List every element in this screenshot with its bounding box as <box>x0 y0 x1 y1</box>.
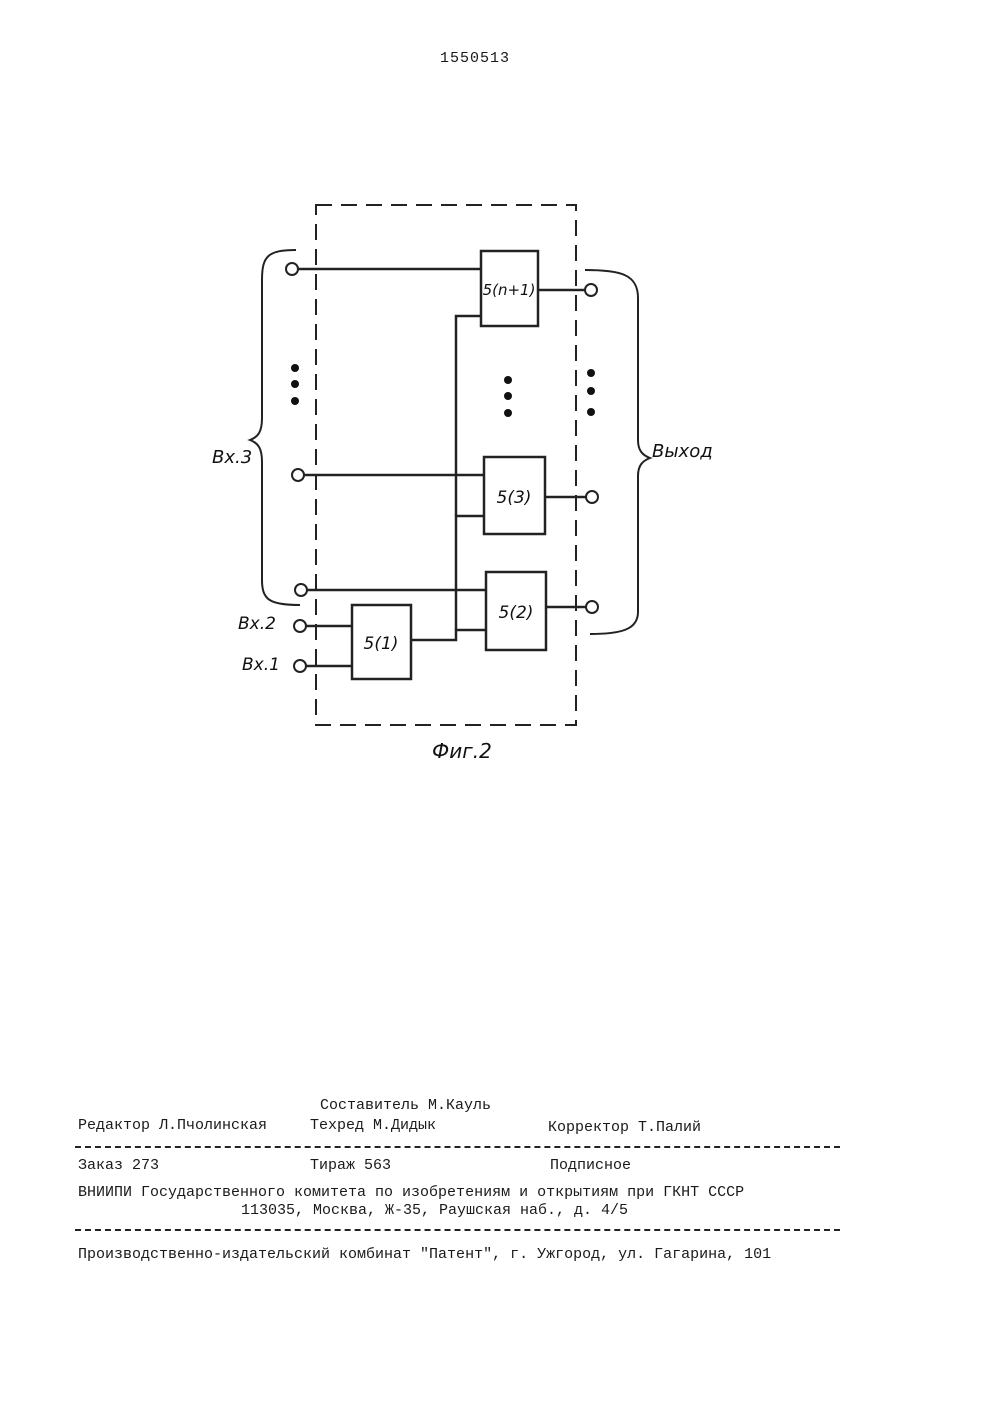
block-5-2-label: 5(2) <box>499 603 534 623</box>
input-3-brace <box>250 250 300 605</box>
input-3-label: Вх.3 <box>212 447 252 468</box>
compiler-credit: Составитель М.Кауль <box>320 1097 491 1114</box>
block-5-n-plus-1-label: 5(n+1) <box>483 281 536 299</box>
output-label: Выход <box>652 441 713 462</box>
editor-credit: Редактор Л.Пчолинская <box>78 1117 267 1134</box>
input-3-mid-terminal <box>292 469 304 481</box>
organization-line-1: ВНИИПИ Государственного комитета по изоб… <box>78 1184 744 1201</box>
figure-caption: Фиг.2 <box>432 739 492 763</box>
circulation: Тираж 563 <box>310 1157 391 1174</box>
subscription: Подписное <box>550 1157 631 1174</box>
output-brace <box>585 270 650 634</box>
input-1-label: Вх.1 <box>242 655 280 675</box>
block-5-1-label: 5(1) <box>364 634 399 654</box>
divider-bottom <box>75 1229 840 1231</box>
input-3-bottom-terminal <box>295 584 307 596</box>
corrector-credit: Корректор Т.Палий <box>548 1119 701 1136</box>
output-n-terminal <box>585 284 597 296</box>
output-3-terminal <box>586 491 598 503</box>
organization-line-2: 113035, Москва, Ж-35, Раушская наб., д. … <box>241 1202 628 1219</box>
ellipsis-dots <box>291 364 595 417</box>
circuit-diagram: 5(1) 5(2) 5(3) 5(n+1) Вх.3 Вх.2 Вх.1 Вых… <box>0 0 1000 800</box>
input-1-terminal <box>294 660 306 672</box>
input-2-label: Вх.2 <box>238 614 276 634</box>
order-number: Заказ 273 <box>78 1157 159 1174</box>
input-2-terminal <box>294 620 306 632</box>
input-3-top-terminal <box>286 263 298 275</box>
divider-top <box>75 1146 840 1148</box>
output-2-terminal <box>586 601 598 613</box>
block-5-3-label: 5(3) <box>497 488 532 508</box>
publisher-line: Производственно-издательский комбинат "П… <box>78 1246 771 1263</box>
techred-credit: Техред М.Дидык <box>310 1117 436 1134</box>
